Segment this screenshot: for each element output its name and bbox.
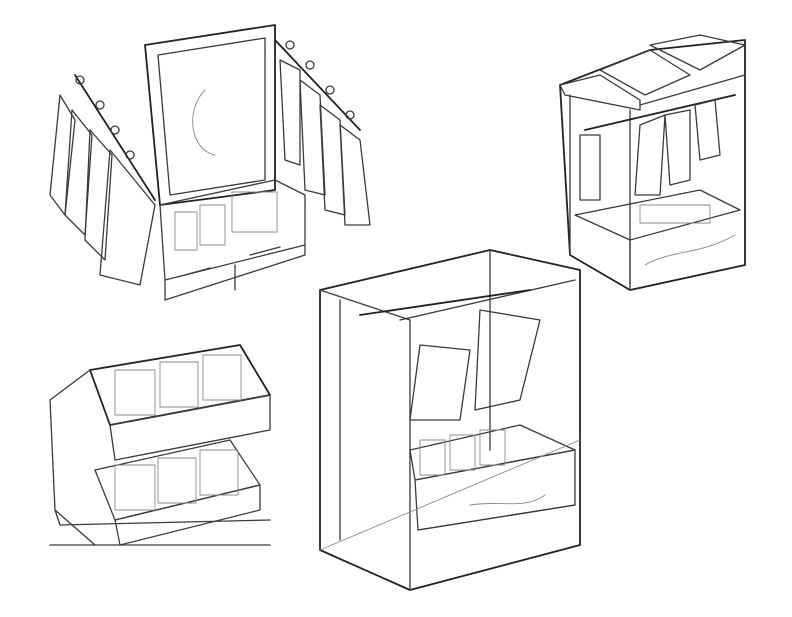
frame-rack-sketch — [319, 249, 581, 591]
mirror-display-sketch — [49, 24, 371, 301]
tiered-shelf-sketch — [49, 344, 271, 546]
wardrobe-sketch — [559, 34, 746, 291]
